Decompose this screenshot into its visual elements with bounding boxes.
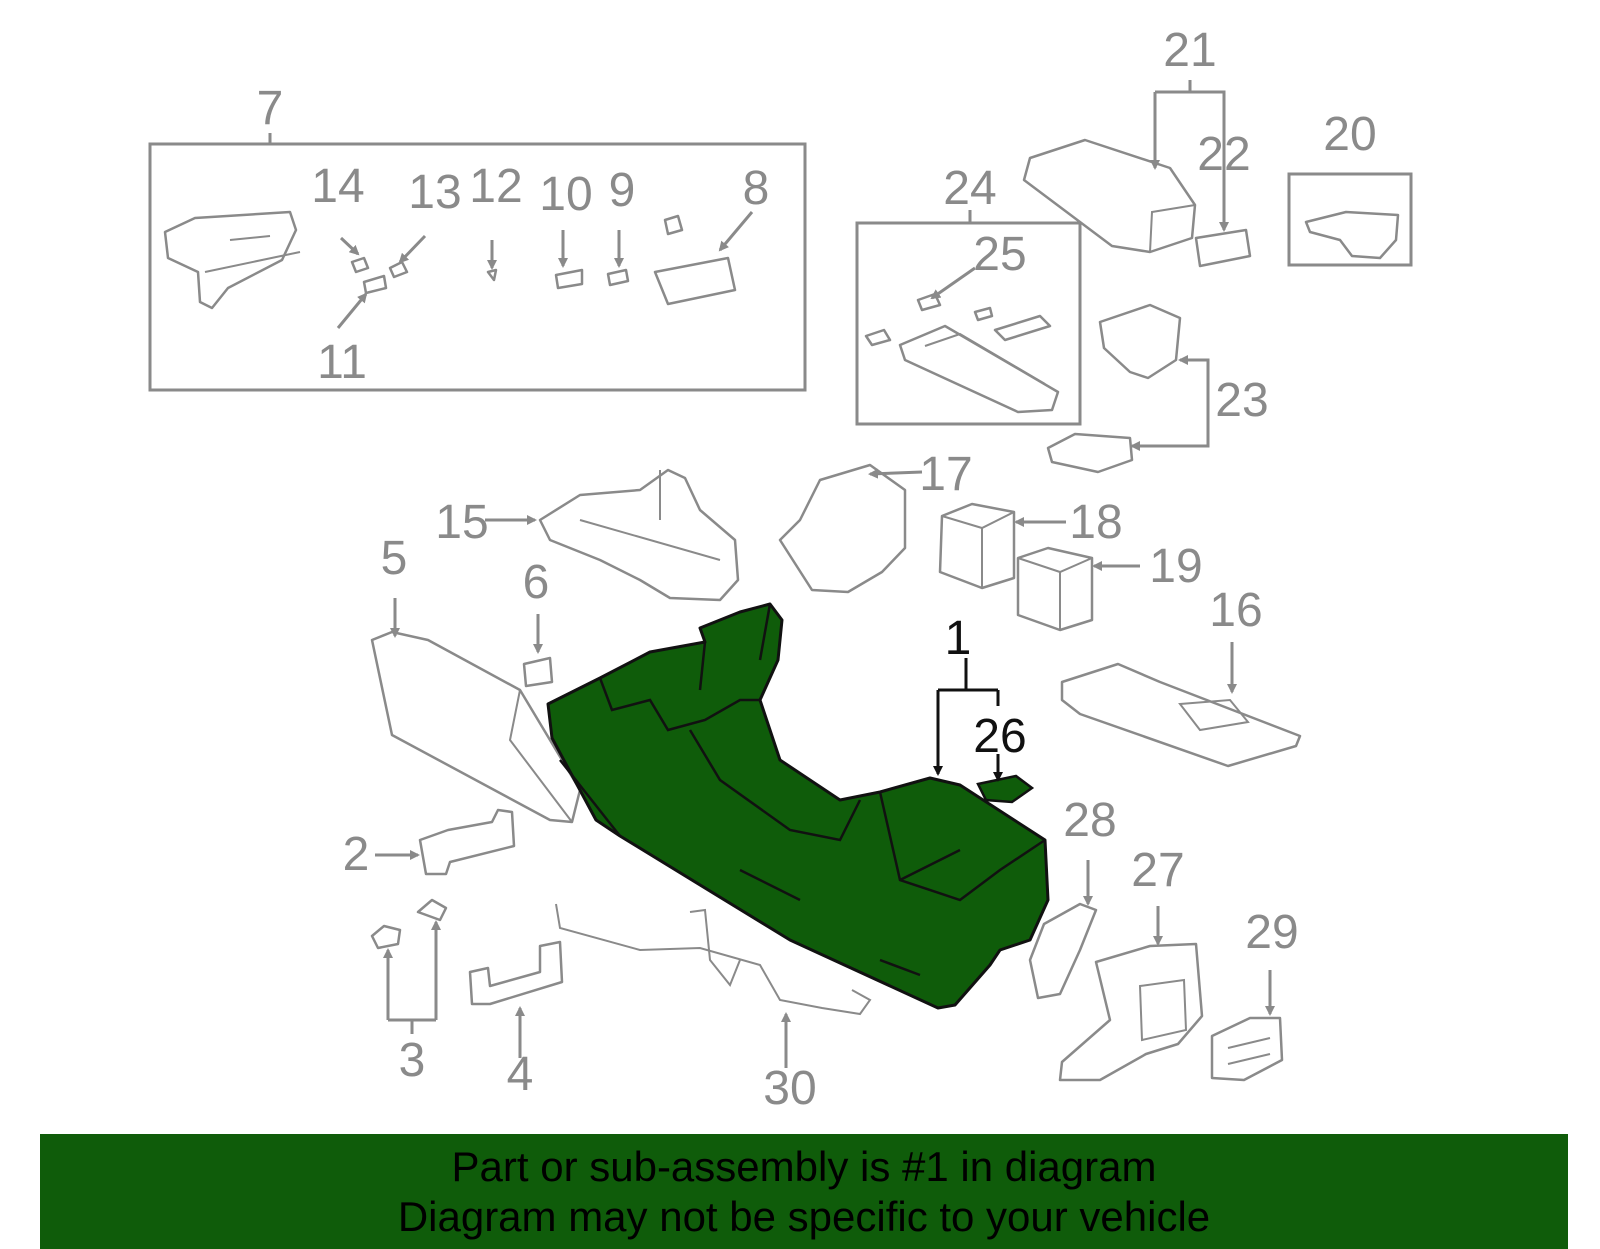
callout-22: 22 — [1197, 128, 1250, 181]
banner-line-2: Diagram may not be specific to your vehi… — [397, 1192, 1211, 1240]
callout-19: 19 — [1149, 540, 1202, 593]
callout-12: 12 — [469, 160, 522, 213]
part-23-lower — [1046, 432, 1134, 474]
callout-9: 9 — [609, 164, 636, 217]
callout-2: 2 — [343, 828, 370, 881]
callout-28: 28 — [1063, 794, 1116, 847]
part-27 — [1058, 942, 1204, 1082]
group-7-box — [148, 142, 807, 392]
group-7 — [148, 133, 807, 392]
banner-line-1: Part or sub-assembly is #1 in diagram — [451, 1142, 1157, 1190]
callout-4: 4 — [507, 1048, 534, 1101]
part-2 — [418, 808, 516, 876]
group-24 — [855, 210, 1082, 426]
part-4 — [468, 940, 564, 1006]
part-30-harness — [555, 903, 872, 1016]
part-24-tray — [898, 324, 1060, 414]
armrest-21 — [1022, 80, 1252, 268]
part-29 — [1210, 1016, 1284, 1082]
callout-18: 18 — [1069, 496, 1122, 549]
part-23-upper — [1098, 303, 1182, 380]
callout-11: 11 — [317, 336, 367, 389]
part-8 — [653, 256, 737, 306]
part-28 — [1028, 902, 1098, 1000]
part-3-b — [416, 898, 448, 922]
callout-5: 5 — [381, 532, 408, 585]
callout-17: 17 — [919, 448, 972, 501]
callout-7: 7 — [257, 82, 284, 135]
info-banner: Part or sub-assembly is #1 in diagram Di… — [40, 1134, 1568, 1249]
callout-14: 14 — [311, 160, 364, 213]
callout-26: 26 — [973, 710, 1026, 763]
part-1-console — [546, 602, 1050, 1010]
callout-16: 16 — [1209, 584, 1262, 637]
callout-21: 21 — [1163, 24, 1216, 77]
callout-1: 1 — [945, 612, 972, 665]
callout-3: 3 — [399, 1034, 426, 1087]
callout-23: 23 — [1215, 374, 1268, 427]
part-21-armrest — [1022, 138, 1197, 254]
callout-13: 13 — [408, 166, 461, 219]
part-20 — [1304, 210, 1400, 260]
callout-24: 24 — [943, 162, 996, 215]
part-6 — [522, 656, 554, 688]
callout-10: 10 — [539, 168, 592, 221]
callout-8: 8 — [743, 162, 770, 215]
callout-15: 15 — [435, 496, 488, 549]
callout-29: 29 — [1245, 906, 1298, 959]
callout-27: 27 — [1131, 844, 1184, 897]
callout-25: 25 — [973, 228, 1026, 281]
part-22 — [1194, 228, 1252, 268]
part-15 — [538, 468, 740, 602]
part-1-console-body — [546, 602, 1050, 1010]
part-7-housing — [163, 210, 298, 310]
callout-30: 30 — [763, 1062, 816, 1115]
callout-20: 20 — [1323, 108, 1376, 161]
group-20 — [1287, 172, 1413, 267]
part-16 — [1060, 662, 1302, 768]
part-17 — [778, 463, 907, 594]
part-19 — [1016, 546, 1094, 632]
group-20-box — [1287, 172, 1413, 267]
group-23 — [1046, 303, 1210, 474]
part-3-a — [370, 924, 402, 950]
part-18 — [938, 502, 1016, 590]
callout-6: 6 — [523, 556, 550, 609]
